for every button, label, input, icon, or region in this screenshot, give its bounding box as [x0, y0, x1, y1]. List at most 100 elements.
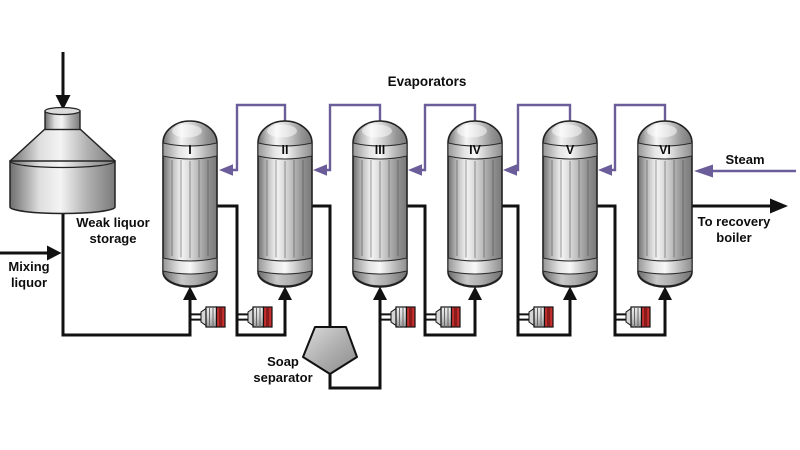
pump-body	[395, 306, 408, 328]
vessel-bottom-cap	[257, 270, 313, 287]
vessel-shell-ribs	[456, 160, 494, 258]
pump-suction-stub	[518, 313, 529, 321]
vessel-shell-ribs	[551, 160, 589, 258]
pump-suction-stub	[237, 313, 248, 321]
vessel-6: VI	[637, 120, 693, 288]
vapor-arrow-left-icon	[313, 164, 327, 176]
steam-label: Steam	[725, 152, 764, 167]
vessel-2: II	[257, 120, 313, 288]
pump-flange	[435, 307, 442, 327]
pump-motor-stripe	[644, 307, 648, 327]
vessel-4: IV	[447, 120, 503, 288]
vessel-dome-highlight	[362, 124, 392, 138]
vessel-shell-ribs	[361, 160, 399, 258]
vapor-line-5-to-4	[516, 103, 572, 172]
pump-suction-stub	[425, 313, 436, 321]
vessel-dome-highlight	[457, 124, 487, 138]
soap-separator-label-line1: Soap	[267, 354, 299, 369]
to-recovery-boiler-label-line2: boiler	[716, 230, 751, 245]
pump-body	[252, 306, 265, 328]
vapor-lines	[219, 103, 796, 178]
text-labels: Evaporators Steam To recovery boiler Wea…	[8, 74, 771, 385]
vapor-arrow-left-icon	[503, 164, 517, 176]
vapor-arrow-left-icon	[598, 164, 612, 176]
steam-arrow-left-icon	[694, 164, 713, 178]
vessel-top-band	[542, 142, 598, 160]
pump-flange	[625, 307, 632, 327]
pump-3	[380, 306, 416, 328]
arrow-right-icon	[770, 198, 788, 214]
vapor-line-2-to-1	[233, 103, 287, 172]
arrow-down-icon	[55, 95, 71, 110]
vapor-line-3-to-2	[327, 103, 382, 172]
vessel-bottom-band	[257, 257, 313, 275]
pump-body-fins	[537, 307, 542, 327]
vessel-bottom-cap	[542, 270, 598, 287]
weak-liquor-storage-label-line2: storage	[90, 231, 137, 246]
feed-arrowheads	[183, 286, 672, 300]
pump-motor-stripe	[454, 307, 458, 327]
pump-flange	[528, 307, 535, 327]
vessel-shell-ribs	[266, 160, 304, 258]
vapor-arrow-left-icon	[219, 164, 233, 176]
arrow-up-icon	[373, 286, 387, 300]
vessel-dome-highlight	[552, 124, 582, 138]
vessel-bottom-band	[637, 257, 693, 275]
soap-separator-label-line2: separator	[253, 370, 312, 385]
vessel-3-label: III	[375, 143, 385, 157]
vessel-top-band	[447, 142, 503, 160]
pump-motor-stripe	[547, 307, 551, 327]
pumps	[190, 306, 651, 328]
pump-body	[533, 306, 546, 328]
mixing-liquor-label-line1: Mixing	[8, 259, 49, 274]
pump-suction-stub	[615, 313, 626, 321]
pump-4	[425, 306, 461, 328]
diagram-title: Evaporators	[388, 74, 467, 89]
line-vessel-2-to-separator	[307, 204, 332, 326]
pump-suction-stub	[190, 313, 201, 321]
vessel-dome-highlight	[172, 124, 202, 138]
vessel-bottom-band	[542, 257, 598, 275]
pump-body-fins	[444, 307, 449, 327]
pump-flange	[200, 307, 207, 327]
arrow-up-icon	[278, 286, 292, 300]
pump-2	[237, 306, 273, 328]
pump-body-fins	[209, 307, 214, 327]
arrow-up-icon	[563, 286, 577, 300]
pump-body-fins	[256, 307, 261, 327]
vessel-top-band	[637, 142, 693, 160]
vessel-bottom-cap	[162, 270, 218, 287]
vessel-bottom-cap	[637, 270, 693, 287]
pump-flange	[390, 307, 397, 327]
tank-neck-rim	[44, 106, 81, 116]
vapor-arrow-left-icon	[408, 164, 422, 176]
vessel-3: III	[352, 120, 408, 288]
mixing-liquor-label-line2: liquor	[11, 275, 47, 290]
liquor-pipes	[0, 52, 788, 390]
transfer-line-4-to-5	[497, 204, 572, 337]
vessel-bottom-cap	[352, 270, 408, 287]
tank-body	[9, 160, 116, 215]
pump-motor-stripe	[266, 307, 270, 327]
transfer-line-1-to-2	[212, 204, 287, 337]
vessel-4-label: IV	[469, 143, 481, 157]
pump-body	[630, 306, 643, 328]
vessel-shell-ribs	[646, 160, 684, 258]
arrow-up-icon	[468, 286, 482, 300]
pump-6	[615, 306, 651, 328]
pump-body	[205, 306, 218, 328]
vessel-bottom-band	[447, 257, 503, 275]
vessel-bottom-band	[162, 257, 218, 275]
pump-body	[440, 306, 453, 328]
vessel-6-label: VI	[659, 143, 671, 157]
line-separator-to-vessel-3	[328, 299, 382, 390]
pump-flange	[247, 307, 254, 327]
vapor-line-4-to-3	[422, 103, 477, 172]
to-recovery-boiler-label-line1: To recovery	[698, 214, 772, 229]
feed-line-to-vessel-1	[61, 210, 192, 337]
pump-motor-stripe	[409, 307, 413, 327]
pump-body-fins	[634, 307, 639, 327]
vessel-1-label: I	[188, 143, 191, 157]
pump-5	[518, 306, 554, 328]
